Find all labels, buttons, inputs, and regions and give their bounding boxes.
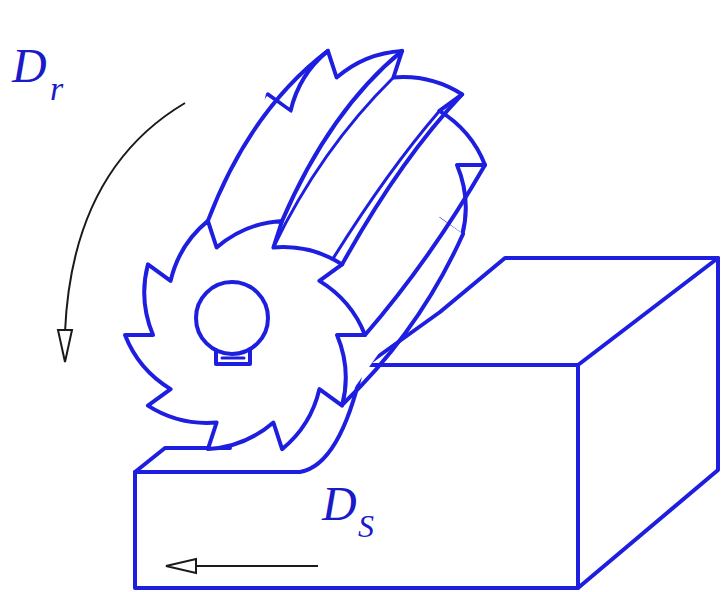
cutter-body-outline: [343, 234, 463, 404]
feed-arrow: [166, 559, 318, 573]
keyway: [222, 357, 244, 360]
workpiece-edge: [135, 448, 230, 472]
tooth-groove: [273, 78, 393, 248]
cutter-front-face: [125, 221, 365, 449]
tooth-ridge: [208, 51, 328, 221]
keyway: [216, 350, 250, 364]
arbor-hole: [196, 282, 268, 354]
motion-symbol: D: [322, 480, 357, 528]
motion-subscript: S: [358, 510, 374, 542]
tooth-ridge: [365, 165, 485, 335]
tooth-ridge: [342, 94, 462, 264]
motion-symbol: D: [12, 42, 47, 90]
motion-subscript: r: [50, 72, 63, 106]
tooth-groove: [319, 111, 439, 281]
rotation-arrow: [58, 103, 185, 362]
workpiece-edge: [576, 365, 580, 588]
